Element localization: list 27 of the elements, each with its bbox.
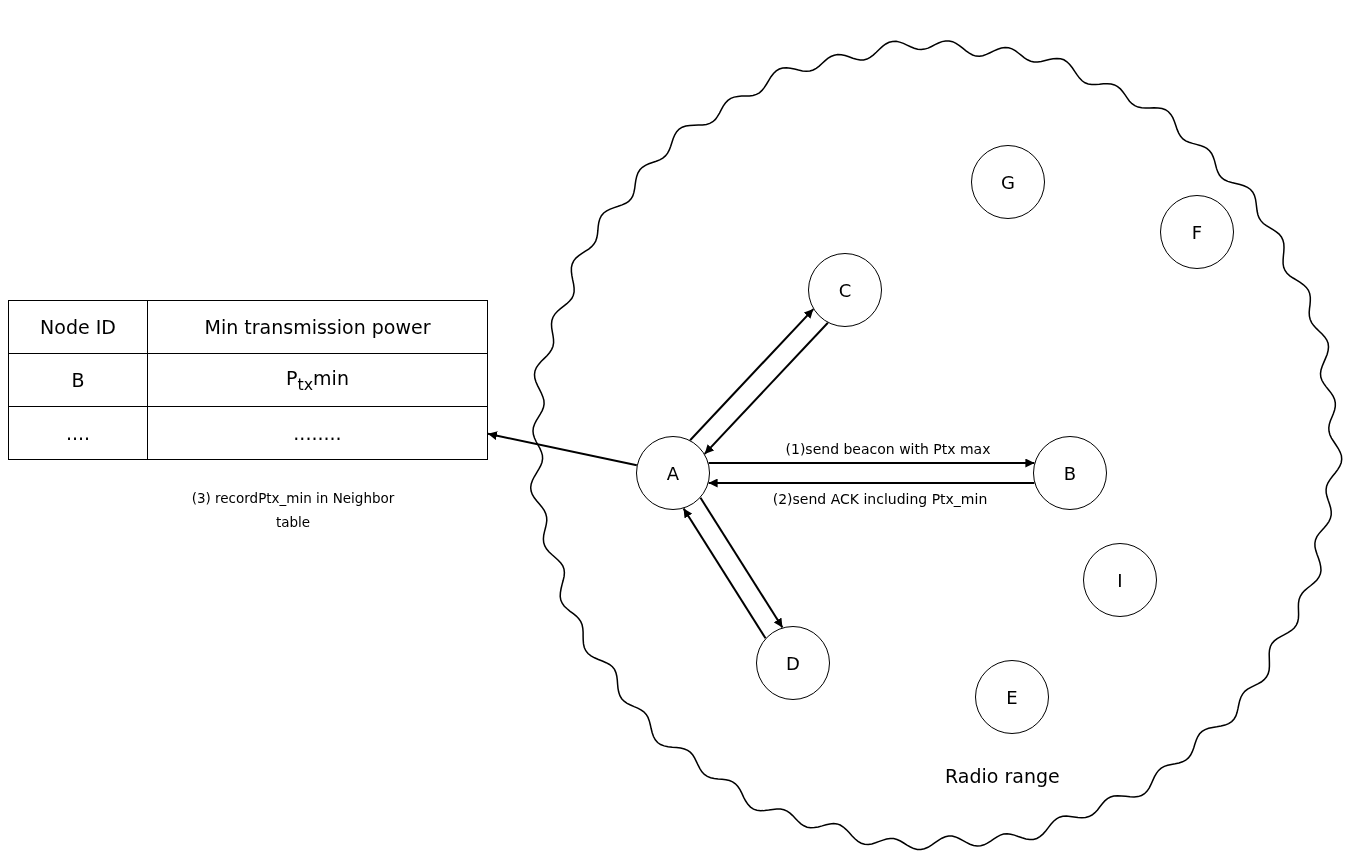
table-cell: B bbox=[8, 353, 148, 407]
node-label: A bbox=[666, 462, 680, 484]
neighbor-table bbox=[8, 300, 488, 460]
arrow bbox=[689, 308, 815, 442]
arrow bbox=[707, 478, 1036, 488]
table-cell: P$_{tx}$min bbox=[147, 353, 488, 407]
node-label: D bbox=[786, 652, 800, 674]
cloud-label: Radio range bbox=[945, 765, 1060, 787]
table-cell: ........ bbox=[147, 406, 488, 460]
arrow bbox=[487, 431, 638, 467]
node-label: B bbox=[1063, 462, 1077, 484]
node-label: C bbox=[838, 279, 852, 301]
node-circle bbox=[636, 436, 710, 510]
edge-label: (2)send ACK including Ptx_min bbox=[770, 491, 990, 507]
node-label: F bbox=[1191, 221, 1203, 243]
node-label: G bbox=[1001, 171, 1015, 193]
node-label: I bbox=[1117, 569, 1123, 591]
step-note: (3) recordPtx_min in Neighbor table bbox=[190, 489, 396, 533]
edge-label: (1)send beacon with Ptx max bbox=[783, 441, 993, 457]
node-label: E bbox=[1006, 686, 1018, 708]
table-header: Node ID bbox=[8, 300, 148, 354]
arrow bbox=[699, 496, 784, 629]
arrow bbox=[682, 507, 767, 640]
table-cell: .... bbox=[8, 406, 148, 460]
arrow bbox=[703, 321, 829, 455]
arrow bbox=[707, 458, 1036, 468]
table-header: Min transmission power bbox=[147, 300, 488, 354]
